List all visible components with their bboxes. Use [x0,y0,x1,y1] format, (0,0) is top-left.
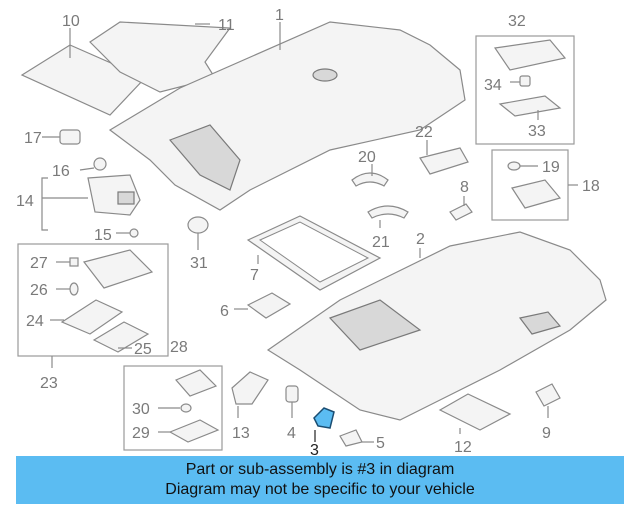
part-17-clip[interactable] [42,129,81,145]
callout-17: 17 [24,130,42,147]
callout-11: 11 [218,17,235,34]
part-26-bulb[interactable] [56,282,79,296]
part-14-sun-visor[interactable] [41,174,141,231]
part-console-overhead[interactable] [82,249,154,289]
part-22-bracket[interactable] [419,140,469,175]
part-25-cover[interactable] [92,321,150,353]
callout-21: 21 [372,234,390,251]
part-32-console[interactable] [493,39,567,71]
part-18-lamp[interactable] [511,179,562,209]
callout-8: 8 [460,179,469,196]
callout-14: 14 [16,193,34,210]
part-21-handle[interactable] [367,205,409,228]
part-8-pad[interactable] [449,196,473,221]
part-29-lens[interactable] [158,419,220,443]
callout-23: 23 [40,375,58,392]
callout-34: 34 [484,77,502,94]
callout-31: 31 [190,255,208,272]
part-33-lens[interactable] [498,95,562,120]
part-24-lens[interactable] [50,299,124,335]
banner-line-1: Part or sub-assembly is #3 in diagram [185,461,455,478]
callout-15: 15 [94,227,112,244]
callout-19: 19 [542,159,560,176]
callout-24: 24 [26,313,44,330]
callout-16: 16 [52,163,70,180]
part-2-headliner[interactable] [266,231,607,421]
part-13-bracket[interactable] [231,371,269,418]
callout-29: 29 [132,425,150,442]
part-7-sunroof-frame[interactable] [246,215,382,291]
part-4-clip[interactable] [285,385,299,418]
part-15-clip[interactable] [116,228,139,238]
part-12-pad[interactable] [438,393,512,434]
callout-20: 20 [358,149,376,166]
part-30-bulb[interactable] [158,403,192,413]
callout-30: 30 [132,401,150,418]
group-box-23 [17,243,169,357]
callout-9: 9 [542,425,551,442]
part-28-lamp[interactable] [174,369,218,397]
banner-line-2: Diagram may not be specific to your vehi… [165,481,475,498]
callout-18: 18 [582,178,600,195]
part-31-lamp[interactable] [187,216,209,250]
part-6-pad[interactable] [234,292,292,319]
part-27-switch[interactable] [56,257,79,267]
part-34-bulb[interactable] [510,75,531,87]
callout-25: 25 [134,341,152,358]
callout-10: 10 [62,13,80,30]
callout-4: 4 [287,425,296,442]
part-9-clip[interactable] [535,383,561,418]
callout-3: 3 [310,442,319,459]
callout-12: 12 [454,439,472,456]
callout-7: 7 [250,267,259,284]
callout-5: 5 [376,435,385,452]
part-20-handle[interactable] [351,164,389,187]
part-16-clip[interactable] [79,157,107,171]
callout-2: 2 [416,231,425,248]
part-11-panel[interactable] [89,21,232,93]
part-1-headliner[interactable] [108,21,466,211]
callout-33: 33 [528,123,546,140]
callout-13: 13 [232,425,250,442]
callout-28: 28 [170,339,188,356]
callout-27: 27 [30,255,48,272]
group-box-32 [475,35,575,145]
info-banner: Part or sub-assembly is #3 in diagram Di… [16,456,624,504]
part-5-clip[interactable] [339,429,374,447]
part-3-highlighted[interactable] [313,407,335,442]
callout-6: 6 [220,303,229,320]
part-19-bulb[interactable] [507,161,538,171]
callout-32: 32 [508,13,526,30]
group-box-28 [123,365,223,451]
callout-1: 1 [275,7,284,24]
callout-26: 26 [30,282,48,299]
callout-22: 22 [415,124,433,141]
